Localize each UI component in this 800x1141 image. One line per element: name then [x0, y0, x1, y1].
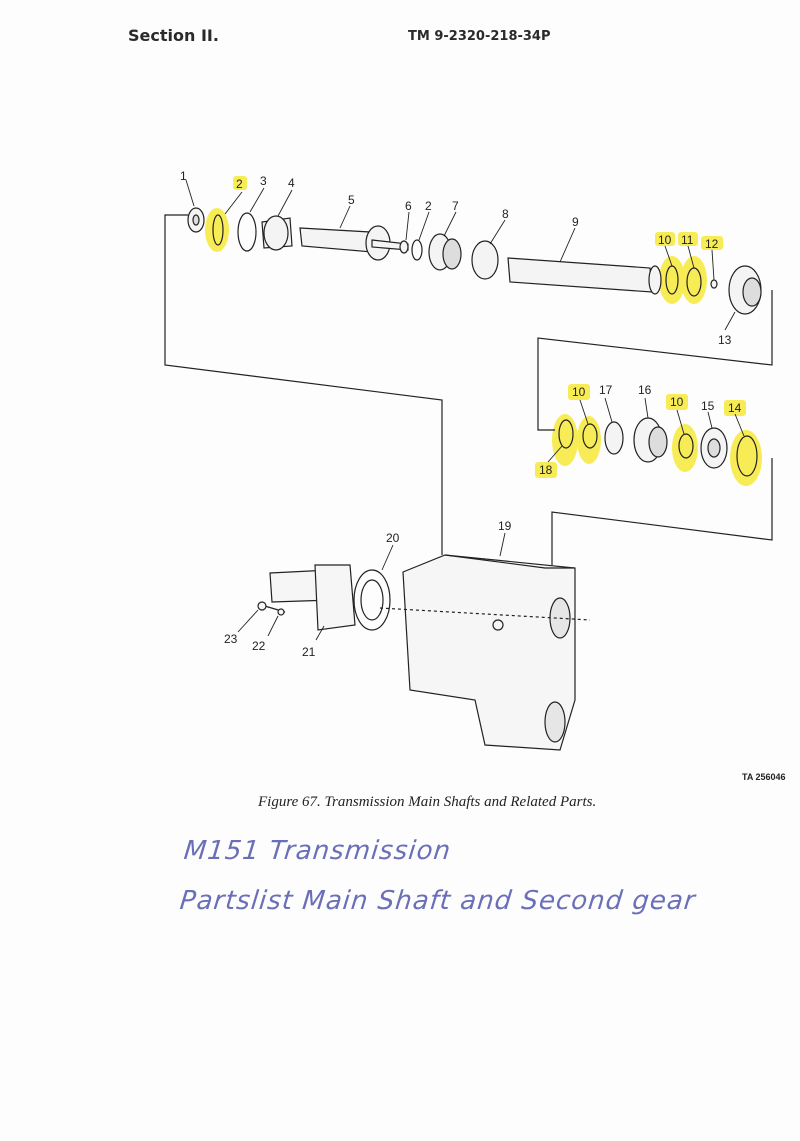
callout-4: 4: [288, 176, 295, 190]
highlight-part-10c: [672, 424, 698, 472]
snap-ring-2b: [411, 239, 423, 261]
highlight-label-12: [701, 236, 723, 250]
highlight-label-10c: [666, 394, 688, 410]
callout-7: 7: [452, 199, 459, 213]
handwritten-note-line-1: M151 Transmission: [182, 836, 453, 866]
connector-lines: [164, 214, 773, 565]
callout-2: 2: [236, 177, 243, 191]
callout-20: 20: [386, 531, 400, 545]
callout-9: 9: [572, 215, 579, 229]
reference-number: TA 256046: [742, 772, 786, 782]
callout-18: 18: [539, 463, 553, 477]
shaft-assembly-top: [187, 207, 762, 315]
washer-18: [558, 419, 574, 449]
callout-19: 19: [498, 519, 512, 533]
callout-14: 14: [728, 401, 742, 415]
highlight-part-2: [205, 208, 229, 252]
highlight-part-14: [730, 430, 762, 486]
callout-5: 5: [348, 193, 355, 207]
ball-12: [710, 279, 718, 289]
pin-6: [399, 240, 409, 254]
highlight-part-18: [552, 414, 578, 466]
highlight-label-10: [655, 232, 675, 246]
callout-numbers: 1 2 3 4 5 6 2 7 8 9 10 11 12 13 10 17 16…: [180, 169, 742, 659]
callout-15: 15: [701, 399, 715, 413]
figure-caption: Figure 67. Transmission Main Shafts and …: [258, 794, 597, 810]
retainer-21: [314, 564, 356, 631]
section-label: Section II.: [128, 26, 219, 45]
callout-3: 3: [260, 174, 267, 188]
case-19: [402, 554, 576, 751]
callout-21: 21: [302, 645, 316, 659]
callout-13: 13: [718, 333, 732, 347]
input-shaft-5: [299, 227, 373, 253]
transmission-case: [257, 554, 591, 751]
tm-number: TM 9-2320-218-34P: [408, 29, 551, 44]
callout-10c: 10: [670, 395, 684, 409]
callout-11: 11: [681, 233, 694, 247]
highlight-part-10b: [577, 416, 601, 464]
snap-ring-2: [212, 214, 224, 246]
callout-12: 12: [705, 237, 719, 251]
highlight-label-11: [678, 232, 698, 246]
callout-23: 23: [224, 632, 238, 646]
highlight-part-10: [659, 256, 685, 304]
washer-10b: [582, 423, 598, 449]
ring-3: [237, 212, 257, 252]
exploded-view-diagram: 1 2 3 4 5 6 2 7 8 9 10 11 12 13 10 17 16…: [164, 169, 773, 751]
washer-10c: [678, 433, 694, 459]
callout-10a: 10: [658, 233, 672, 247]
gear-8: [471, 240, 499, 280]
ring-14: [736, 435, 758, 477]
ring-17: [604, 421, 624, 455]
gasket-20: [353, 569, 391, 631]
highlight-label-10b: [568, 384, 590, 400]
highlight-label-14: [724, 400, 746, 416]
callout-22: 22: [252, 639, 266, 653]
leader-lines: [185, 179, 745, 641]
callout-1: 1: [180, 169, 187, 183]
callout-10b: 10: [572, 385, 586, 399]
main-shaft-9: [507, 257, 653, 293]
highlight-label-18: [535, 462, 557, 478]
callout-16: 16: [638, 383, 652, 397]
screw-23: [257, 601, 267, 611]
highlight-label-2: [233, 176, 247, 190]
callout-17: 17: [599, 383, 613, 397]
callout-8: 8: [502, 207, 509, 221]
handwritten-note-line-2: Partslist Main Shaft and Second gear: [178, 886, 698, 916]
highlight-part-11: [681, 256, 707, 304]
washer-22: [277, 608, 285, 616]
callout-2b: 2: [425, 199, 432, 213]
callout-6: 6: [405, 199, 412, 213]
shaft-assembly-middle: [558, 417, 758, 477]
